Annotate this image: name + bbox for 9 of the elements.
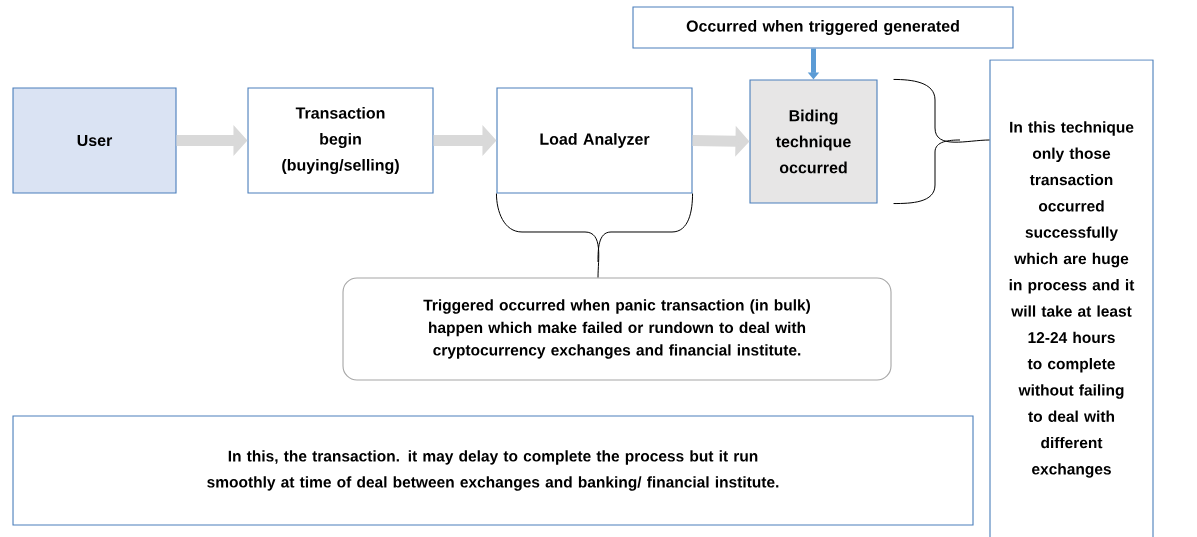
callout-box: Triggered occurred when panic transaction (in bulk) happen which make failed or rundown to deal with cryptocurrency exchanges and financial institute. xyxy=(342,277,892,381)
process-box: Biding technique occurred xyxy=(749,79,878,204)
process-box: Transaction begin (buying/selling) xyxy=(247,87,434,194)
user-box: User xyxy=(12,87,177,194)
note-box: Occurred when triggered generated xyxy=(632,6,1014,49)
note-box: In this, the transaction. it may delay to complete the process but it run smoothly at time of deal between exchanges and banking/ financial institute. xyxy=(12,415,974,526)
note-box: In this technique only those transaction occurred successfully which are huge in process and it will take at least 12-24 hours to complete without failing to deal with different exchanges xyxy=(989,59,1154,537)
brace xyxy=(893,78,990,205)
process-box: Load Analyzer xyxy=(496,87,693,194)
